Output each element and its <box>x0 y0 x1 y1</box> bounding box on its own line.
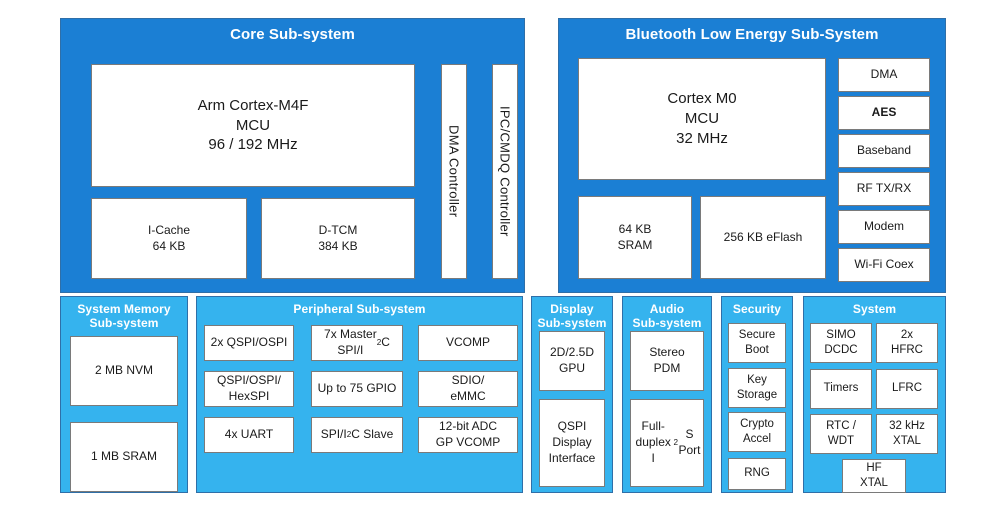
block-ble-sram: 64 KB SRAM <box>578 196 692 279</box>
core-subsystem-title: Core Sub-system <box>230 26 355 43</box>
block-2-mb-nvm: 2 MB NVM <box>70 336 178 406</box>
block-modem: Modem <box>838 210 930 244</box>
audio-subsystem-title: Audio Sub-system <box>632 302 702 330</box>
block-aes: AES <box>838 96 930 130</box>
block-rng: RNG <box>728 458 786 490</box>
display-subsystem-title: Display Sub-system <box>537 302 607 330</box>
ble-subsystem-title: Bluetooth Low Energy Sub-System <box>625 26 879 43</box>
block-dma-controller: DMA Controller <box>441 64 467 279</box>
block-rf-tx-rx: RF TX/RX <box>838 172 930 206</box>
block-baseband: Baseband <box>838 134 930 168</box>
block-arm-cortex-m4f-mcu: Arm Cortex-M4F MCU 96 / 192 MHz <box>91 64 415 187</box>
block-up-to-75-gpio: Up to 75 GPIO <box>311 371 403 407</box>
system-memory-subsystem-title: System Memory Sub-system <box>77 302 171 330</box>
block-d-tcm: D-TCM 384 KB <box>261 198 415 279</box>
security-subsystem-title: Security <box>732 302 782 316</box>
block-i-cache: I-Cache 64 KB <box>91 198 247 279</box>
block-qspi-ospi-hexspi: QSPI/OSPI/HexSPI <box>204 371 294 407</box>
block-vcomp: VCOMP <box>418 325 518 361</box>
block-cortex-m0-mcu: Cortex M0 MCU 32 MHz <box>578 58 826 180</box>
block-wi-fi-coex: Wi-Fi Coex <box>838 248 930 282</box>
block-rtc-wdt: RTC /WDT <box>810 414 872 454</box>
block-dma: DMA <box>838 58 930 92</box>
block-4x-uart: 4x UART <box>204 417 294 453</box>
system-subsystem-title: System <box>852 302 897 316</box>
block-1-mb-sram: 1 MB SRAM <box>70 422 178 492</box>
block-ble-eflash: 256 KB eFlash <box>700 196 826 279</box>
block-timers: Timers <box>810 369 872 409</box>
peripheral-subsystem-title: Peripheral Sub-system <box>293 302 426 316</box>
block-2x-qspi-ospi: 2x QSPI/OSPI <box>204 325 294 361</box>
block-lfrc: LFRC <box>876 369 938 409</box>
block-sdio-emmc: SDIO/eMMC <box>418 371 518 407</box>
block-ipc-cmdq-controller: IPC/CMDQ Controller <box>492 64 518 279</box>
